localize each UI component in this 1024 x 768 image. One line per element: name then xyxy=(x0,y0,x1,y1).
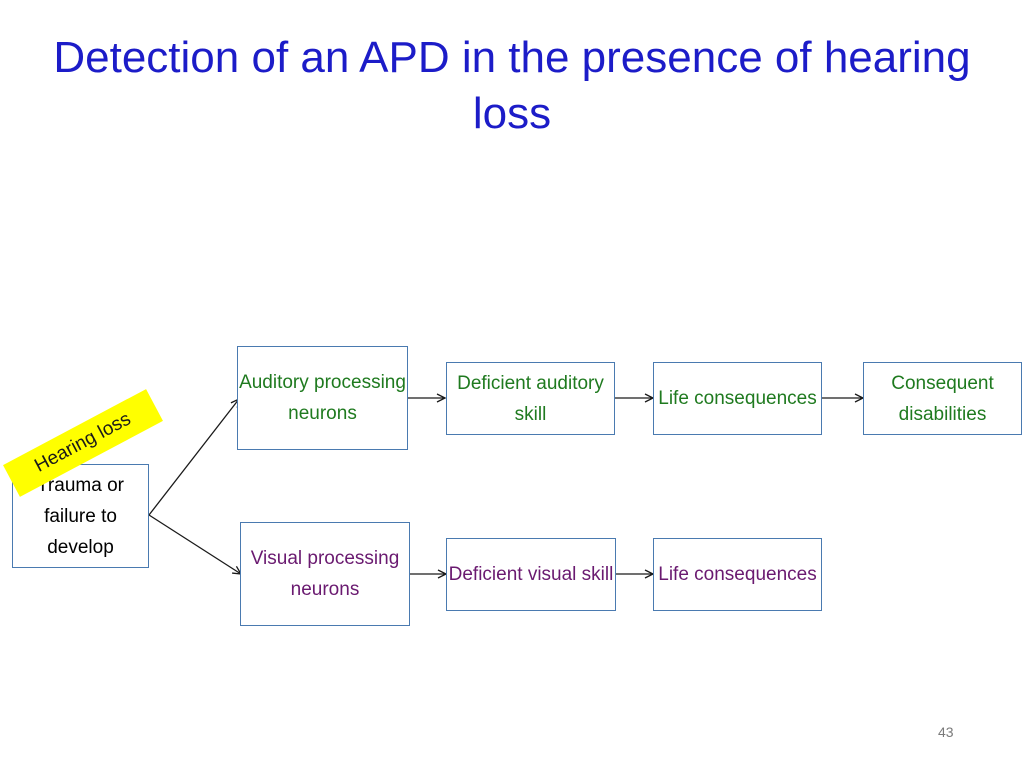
auditory-skill-box: Deficient auditory skill xyxy=(446,362,615,435)
source-box-label: Trauma or failure to develop xyxy=(37,474,124,558)
visual-skill-label: Deficient visual skill xyxy=(448,564,614,585)
slide-title: Detection of an APD in the presence of h… xyxy=(53,33,971,138)
auditory-neurons-box: Auditory processing neurons xyxy=(237,346,408,450)
visual-neurons-box: Visual processing neurons xyxy=(240,522,410,626)
visual-life-box: Life consequences xyxy=(653,538,822,611)
auditory-life-box: Life consequences xyxy=(653,362,822,435)
auditory-disabilities-box: Consequent disabilities xyxy=(863,362,1022,435)
arrow-source-to-visual xyxy=(148,514,241,574)
arrow-source-to-auditory xyxy=(148,399,239,516)
auditory-disabilities-label: Consequent disabilities xyxy=(891,372,994,425)
auditory-life-label: Life consequences xyxy=(658,388,817,409)
visual-skill-box: Deficient visual skill xyxy=(446,538,616,611)
page-number: 43 xyxy=(938,724,954,740)
auditory-neurons-label: Auditory processing neurons xyxy=(239,372,406,424)
visual-life-label: Life consequences xyxy=(658,564,817,585)
auditory-skill-label: Deficient auditory skill xyxy=(457,372,604,425)
visual-neurons-label: Visual processing neurons xyxy=(250,548,400,600)
